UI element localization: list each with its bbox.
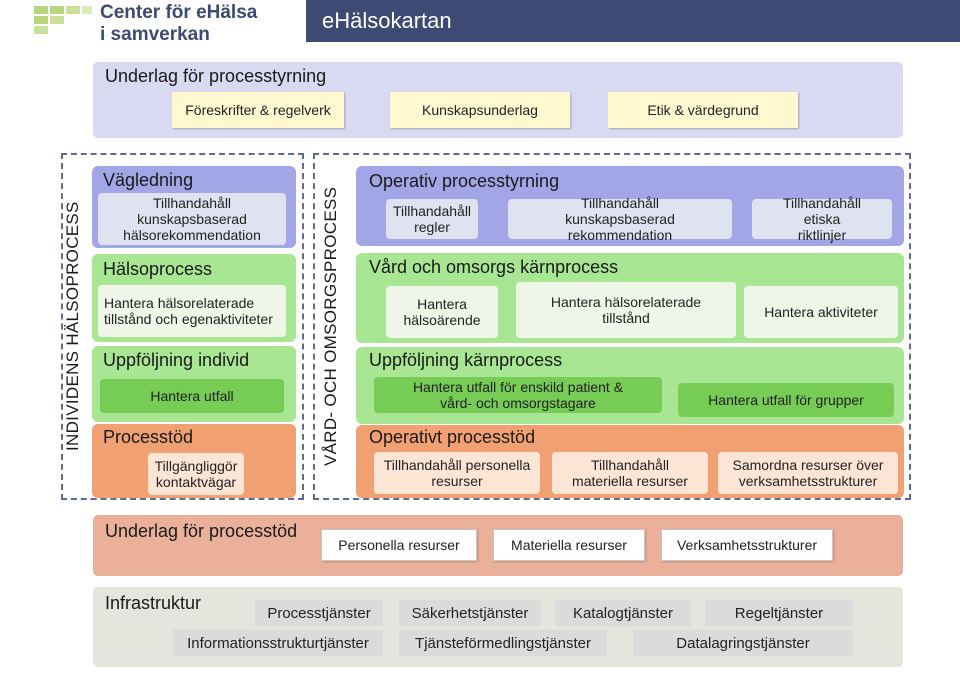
box-personella-resurser: Personella resurser — [321, 529, 477, 561]
box-tillgangliggor-kontaktvagar: Tillgängliggör kontaktvägar — [148, 453, 244, 495]
section-uppfoljning-karnprocess-title: Uppföljning kärnprocess — [369, 350, 563, 370]
box-samordna-resurser: Samordna resurser över verksamhetsstrukt… — [718, 452, 898, 494]
note-kunskapsunderlag: Kunskapsunderlag — [390, 92, 570, 128]
underlag-processtyrning-title: Underlag för processtyrning — [105, 66, 327, 86]
box-datalagringstjanster: Datalagringstjänster — [633, 630, 853, 656]
box-materiella-resurser: Materiella resurser — [493, 529, 645, 561]
note-foreskrifter: Föreskrifter & regelverk — [172, 92, 344, 128]
logo-text: Center för eHälsa i samverkan — [100, 2, 257, 46]
section-halsoprocess: Hälsoprocess Hantera hälsorelaterade til… — [92, 254, 296, 342]
box-tillhandahall-regler: Tillhandahåll regler — [386, 199, 478, 239]
underlag-processtyrning-band: Underlag för processtyrning Föreskrifter… — [93, 62, 903, 138]
section-uppfoljning-individ: Uppföljning individ Hantera utfall — [92, 346, 296, 422]
box-tillhandahall-personella-resurser: Tillhandahåll personella resurser — [374, 452, 540, 494]
logo-icon — [34, 6, 92, 34]
box-sakerhetstjanster: Säkerhetstjänster — [399, 600, 541, 626]
individens-halsoprocess-frame — [61, 153, 304, 500]
vard-omsorgsprocess-frame — [313, 153, 911, 500]
section-uppfoljning-karnprocess: Uppföljning kärnprocess Hantera utfall f… — [356, 347, 904, 424]
box-informationsstrukturtjanster: Informationsstrukturtjänster — [173, 630, 383, 656]
individens-halsoprocess-label: INDIVIDENS HÄLSOPROCESS — [63, 201, 82, 451]
box-kunskapsbaserad-halsorekommendation: Tillhandahåll kunskapsbaserad hälsorekom… — [98, 193, 286, 245]
section-processtod: Processtöd Tillgängliggör kontaktvägar — [92, 424, 296, 498]
section-operativ-processtyrning: Operativ processtyrning Tillhandahåll re… — [356, 166, 904, 246]
infrastruktur-band: Infrastruktur Processtjänster Säkerhetst… — [93, 587, 903, 667]
box-hantera-utfall: Hantera utfall — [100, 379, 284, 413]
section-vard-omsorgs-karnprocess: Vård och omsorgs kärnprocess Hantera häl… — [356, 253, 904, 343]
box-hantera-halsorelaterade-tillstand: Hantera hälsorelaterade tillstånd — [516, 282, 736, 338]
section-vard-omsorgs-karnprocess-title: Vård och omsorgs kärnprocess — [369, 257, 619, 277]
section-vagledning-title: Vägledning — [103, 170, 194, 190]
underlag-processtod-band: Underlag för processtöd Personella resur… — [93, 515, 903, 576]
box-tillhandahall-materiella-resurser: Tillhandahåll materiella resurser — [552, 452, 708, 494]
page-title-text: eHälsokartan — [322, 8, 452, 33]
section-operativ-processtyrning-title: Operativ processtyrning — [369, 171, 560, 191]
vard-omsorgsprocess-label: VÅRD- OCH OMSORGSPROCESS — [321, 186, 340, 466]
box-katalogtjanster: Katalogtjänster — [555, 600, 691, 626]
box-halsorelaterade-tillstand-egenaktiviteter: Hantera hälsorelaterade tillstånd och eg… — [98, 285, 286, 337]
logo-line-2: i samverkan — [100, 24, 210, 45]
infrastruktur-title: Infrastruktur — [105, 593, 202, 613]
box-hantera-halsoarende: Hantera hälsoärende — [386, 286, 498, 338]
logo-line-1: Center för eHälsa — [100, 2, 258, 23]
box-hantera-utfall-enskild-patient: Hantera utfall för enskild patient & vår… — [374, 377, 662, 413]
box-processtjanster: Processtjänster — [255, 600, 383, 626]
page-title: eHälsokartan — [306, 0, 960, 42]
section-processtod-title: Processtöd — [103, 427, 194, 447]
box-tillhandahall-etiska-riktlinjer: Tillhandahåll etiska riktlinjer — [752, 195, 892, 243]
section-operativt-processtod: Operativt processtöd Tillhandahåll perso… — [356, 425, 904, 498]
logo — [30, 4, 94, 44]
section-vagledning: Vägledning Tillhandahåll kunskapsbaserad… — [92, 166, 296, 248]
box-verksamhetsstrukturer: Verksamhetsstrukturer — [661, 529, 833, 561]
section-operativt-processtod-title: Operativt processtöd — [369, 427, 536, 447]
box-tillhandahall-kunskapsbaserad-rekommendation: Tillhandahåll kunskapsbaserad rekommenda… — [508, 195, 732, 243]
box-tjansteformedlingstjanster: Tjänsteförmedlingstjänster — [399, 630, 607, 656]
underlag-processtod-title: Underlag för processtöd — [105, 521, 298, 541]
box-regeltjanster: Regeltjänster — [705, 600, 853, 626]
note-etik: Etik & värdegrund — [608, 92, 798, 128]
box-hantera-utfall-for-grupper: Hantera utfall för grupper — [678, 383, 894, 417]
section-halsoprocess-title: Hälsoprocess — [103, 259, 213, 279]
section-uppfoljning-individ-title: Uppföljning individ — [103, 350, 250, 370]
box-hantera-aktiviteter: Hantera aktiviteter — [744, 286, 898, 338]
